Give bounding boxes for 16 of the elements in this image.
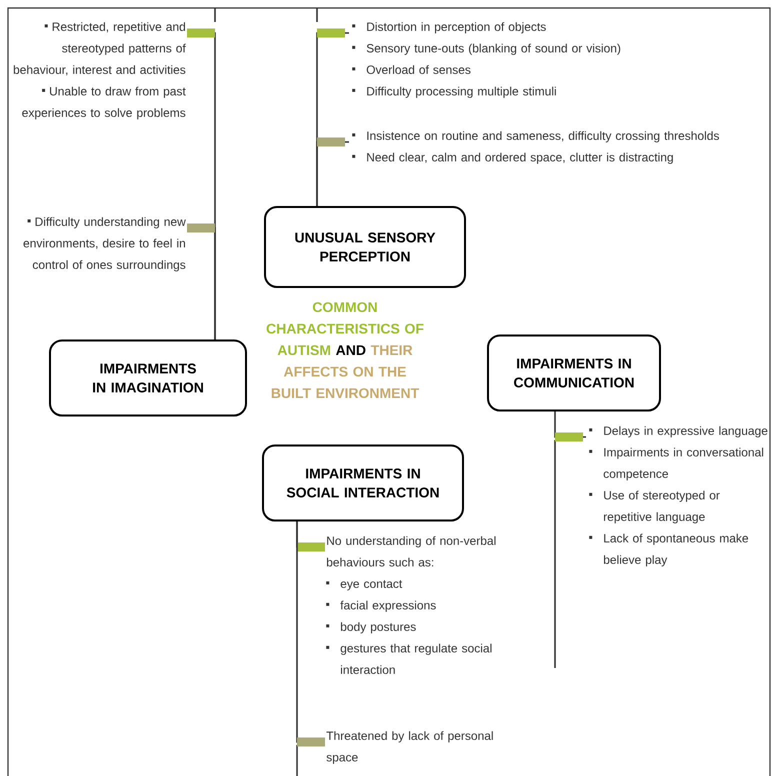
- connector-line: [316, 138, 349, 206]
- bullet-list: Restricted, repetitive and stereotyped patterns of behaviour, interest and activities Unable to draw from past experiences to solve problems: [14, 22, 186, 120]
- connector-line: [187, 224, 216, 340]
- bullet-list: Threatened by lack of personal space: [326, 731, 493, 764]
- category-box: IMPAIRMENTS IN IMAGINATION: [49, 340, 247, 416]
- bullet-list: Distortion in perception of objects Sensory tune-outs (blanking of sound or vision) Overload of senses Difficulty processing multiple stimuli: [352, 22, 620, 98]
- connector-line: [554, 412, 586, 442]
- title-text: COMMON CHARACTERISTICS OF AUTISM AND THEIR AFFECTS ON THE BUILT ENVIRONMENT: [266, 302, 424, 398]
- category-box: IMPAIRMENTS IN COMMUNICATION: [487, 334, 661, 412]
- bullet-list: Delays in expressive language Impairments in conversational competence Use of stereotyped or repetitive language Lack of spontaneous make believe play: [589, 426, 768, 566]
- bullet-list: No understanding of non-verbal behaviours such as: eye contact facial expressions body postures gestures that regulate social interaction: [326, 536, 496, 674]
- connector-line: [296, 522, 325, 746]
- bullet-list: Insistence on routine and sameness, difficulty crossing thresholds Need clear, calm and ordered space, clutter is distracting: [352, 131, 719, 164]
- category-box: IMPAIRMENTS IN SOCIAL INTERACTION: [262, 444, 464, 522]
- bullet-list: Difficulty understanding new environments, desire to feel in control of ones surroundings: [24, 217, 186, 272]
- category-box: UNUSUAL SENSORY PERCEPTION: [264, 206, 466, 288]
